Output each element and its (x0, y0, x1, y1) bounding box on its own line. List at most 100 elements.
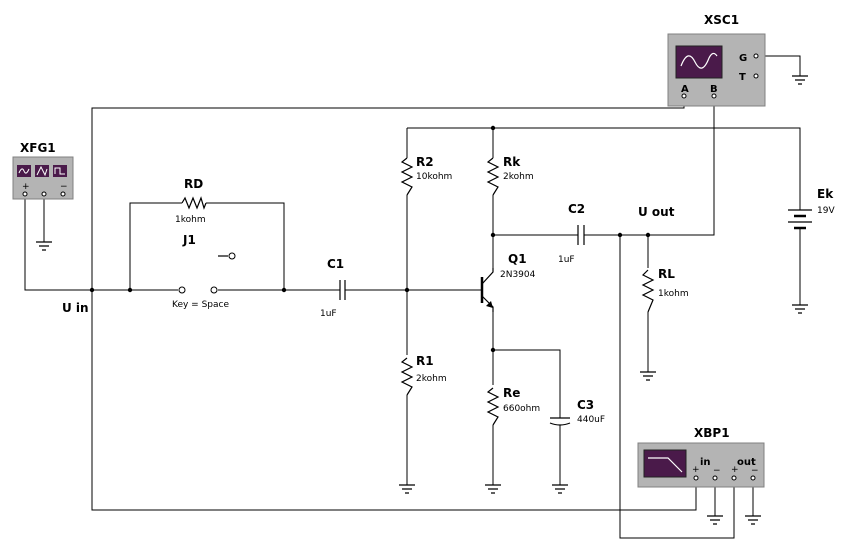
rl-value-label: 1kohm (658, 289, 689, 299)
xbp1-in-plus-sign: + (692, 465, 700, 475)
resistor-zigzag-icon (400, 357, 414, 396)
resistor-zigzag-icon (486, 387, 500, 426)
c1-value-label: 1uF (320, 309, 337, 319)
wire-rd-bypass-r (206, 202, 285, 290)
ground-icon (399, 484, 415, 494)
resistor-rd[interactable]: RD 1kohm (175, 177, 207, 225)
capacitor-icon (577, 225, 585, 245)
rd-value-label: 1kohm (175, 215, 206, 225)
xsc1-a-label: A (681, 84, 689, 95)
junction (490, 125, 496, 131)
rl-ref-label: RL (658, 267, 675, 281)
c3-ref-label: C3 (577, 398, 594, 412)
wires (24, 55, 801, 539)
transistor-q1[interactable]: Q1 2N3904 (468, 252, 536, 312)
oscilloscope-icon (675, 45, 723, 79)
ground-icon (36, 241, 52, 251)
rk-ref-label: Rk (503, 155, 521, 169)
r1-value-label: 2kohm (416, 374, 447, 384)
wire-c3-top (493, 349, 561, 418)
xbp1-in-minus-sign: − (713, 466, 721, 476)
bode-plotter-xbp1[interactable]: XBP1 in out + − + − (637, 426, 765, 488)
xfg1-terminal-minus[interactable] (60, 191, 66, 197)
switch-contact-right (210, 286, 218, 294)
function-generator-xfg1[interactable]: XFG1 + − (12, 141, 74, 200)
junction (281, 287, 287, 293)
switch-j1[interactable]: J1 Key = Space (172, 233, 236, 310)
xfg1-plus-label: + (22, 182, 30, 192)
xbp1-label: XBP1 (694, 426, 730, 440)
junction (404, 287, 410, 293)
wire-fg-plus (24, 198, 130, 291)
c2-value-label: 1uF (558, 255, 575, 265)
re-ref-label: Re (503, 386, 520, 400)
wire-scope-g (756, 55, 801, 76)
bode-plotter-icon (643, 449, 687, 478)
xbp1-terminal-out-plus[interactable] (731, 475, 737, 481)
xsc1-terminal-a[interactable] (681, 93, 687, 99)
q1-value-label: 2N3904 (500, 270, 536, 280)
r2-value-label: 10kohm (416, 172, 452, 182)
ground-icon (485, 484, 501, 494)
xbp1-terminal-out-minus[interactable] (750, 475, 756, 481)
xsc1-terminal-g[interactable] (753, 53, 759, 59)
c3-value-label: 440uF (577, 415, 605, 425)
function-generator-icon (17, 165, 67, 177)
xbp1-out-minus-sign: − (751, 466, 759, 476)
resistor-zigzag-icon (400, 157, 414, 196)
xsc1-terminal-b[interactable] (711, 93, 717, 99)
xfg1-label: XFG1 (20, 141, 56, 155)
ground-icon (640, 371, 656, 381)
junction (645, 232, 651, 238)
battery-ek[interactable]: Ek 19V (788, 187, 835, 232)
xbp1-terminal-in-minus[interactable] (712, 475, 718, 481)
junction (617, 232, 623, 238)
resistor-rk[interactable]: Rk 2kohm (486, 155, 534, 196)
junction (127, 287, 133, 293)
ek-ref-label: Ek (817, 187, 834, 201)
grounds (36, 75, 808, 525)
resistor-re[interactable]: Re 660ohm (486, 386, 540, 426)
ground-icon (552, 484, 568, 494)
xbp1-out-label: out (737, 457, 756, 468)
ground-icon (707, 515, 723, 525)
j1-ref-label: J1 (182, 233, 196, 247)
battery-icon (788, 209, 812, 232)
oscilloscope-xsc1[interactable]: XSC1 G T A B (667, 13, 766, 107)
capacitor-c3[interactable]: C3 440uF (549, 398, 605, 428)
re-value-label: 660ohm (503, 404, 540, 414)
wire-scope-a (91, 93, 685, 290)
capacitor-c1[interactable]: C1 1uF (320, 257, 354, 319)
r1-ref-label: R1 (416, 354, 434, 368)
wire-vcc-rail (407, 127, 801, 210)
resistor-zigzag-icon (181, 196, 207, 210)
switch-contact-open (228, 252, 236, 260)
junctions (89, 125, 651, 353)
ground-icon (745, 515, 761, 525)
r2-ref-label: R2 (416, 155, 434, 169)
xbp1-out-plus-sign: + (731, 465, 739, 475)
xbp1-in-label: in (700, 457, 711, 468)
q1-ref-label: Q1 (508, 252, 527, 266)
xfg1-terminal-plus[interactable] (22, 191, 28, 197)
switch-contact-left (178, 286, 186, 294)
net-label-u-in: U in (62, 301, 89, 315)
xsc1-terminal-t[interactable] (753, 73, 759, 79)
capacitor-c2[interactable]: C2 1uF (558, 202, 592, 265)
net-label-u-out: U out (638, 205, 675, 219)
resistor-r2[interactable]: R2 10kohm (400, 155, 452, 196)
resistor-r1[interactable]: R1 2kohm (400, 354, 447, 396)
xsc1-t-label: T (739, 72, 746, 83)
resistor-rl[interactable]: RL 1kohm (641, 267, 689, 313)
wire-bode-in (91, 290, 697, 511)
c2-ref-label: C2 (568, 202, 585, 216)
xfg1-terminal-common[interactable] (41, 191, 47, 197)
xsc1-g-label: G (739, 53, 747, 64)
wire-bode-out (619, 235, 735, 539)
junction (490, 347, 496, 353)
junction (89, 287, 95, 293)
rk-value-label: 2kohm (503, 172, 534, 182)
xbp1-terminal-in-plus[interactable] (693, 475, 699, 481)
resistor-zigzag-icon (641, 269, 655, 313)
